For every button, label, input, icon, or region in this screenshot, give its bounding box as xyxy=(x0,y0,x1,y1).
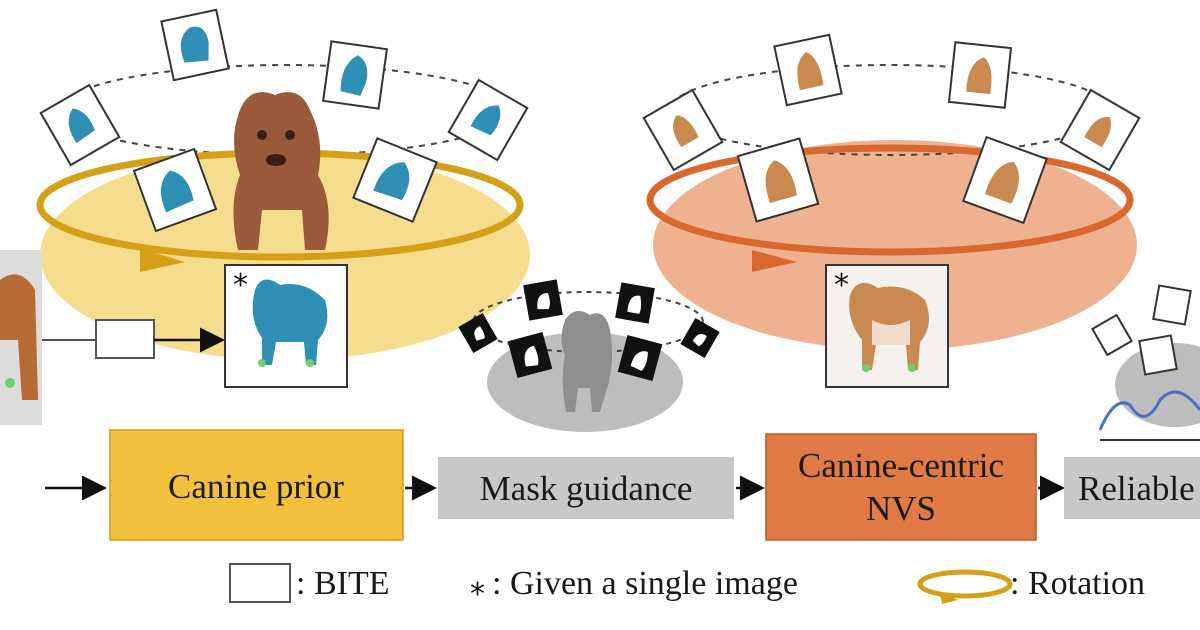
mask-guidance-panel xyxy=(458,279,720,432)
nvs-rotation-arrowhead xyxy=(752,250,797,272)
reliable-label: Reliable xyxy=(1078,469,1195,508)
nvs-label-line-1: Canine-centric xyxy=(798,446,1004,485)
svg-text:*: * xyxy=(233,268,248,303)
mask-frames xyxy=(458,279,720,382)
canine-prior-panel: * xyxy=(0,8,530,425)
prior-rotation-arrowhead xyxy=(140,248,185,272)
nvs-rotation-arrow xyxy=(646,144,1134,256)
reliable-box xyxy=(1064,457,1200,519)
svg-text:*: * xyxy=(834,268,849,303)
legend-bite-text: : BITE xyxy=(296,565,389,602)
nvs-panel: * xyxy=(642,33,1141,388)
canine-prior-label: Canine prior xyxy=(168,467,344,506)
prior-camera-frames xyxy=(39,8,529,233)
legend-single-image-text: : Given a single image xyxy=(492,565,798,602)
reliable-frame-1 xyxy=(1091,313,1133,357)
bite-box xyxy=(95,319,155,359)
mask-guidance-box xyxy=(438,457,734,519)
input-photo xyxy=(0,250,42,425)
legend-bite-swatch xyxy=(229,563,291,603)
mask-guidance-label: Mask guidance xyxy=(480,469,693,508)
legend-rotation-text: : Rotation xyxy=(1010,565,1145,602)
reliable-panel xyxy=(1091,284,1200,441)
legend-star-mark: * xyxy=(470,577,485,612)
legend: : BITE * : Given a single image : Rotati… xyxy=(229,563,1145,612)
reliable-curve xyxy=(1098,390,1200,431)
canine-prior-box xyxy=(109,429,404,541)
nvs-given-image: * xyxy=(825,264,949,388)
reliable-ellipse xyxy=(1115,343,1200,427)
reliable-frame-2 xyxy=(1152,284,1192,326)
reliable-frame-3 xyxy=(1138,334,1178,376)
prior-3d-dog xyxy=(233,92,329,250)
mask-3d-dog xyxy=(561,311,613,412)
nvs-label-line-2: NVS xyxy=(866,489,936,528)
pipeline-row: Canine prior Mask guidance Canine-centri… xyxy=(45,429,1200,541)
legend-rotation-icon xyxy=(917,569,1013,599)
nvs-camera-frames xyxy=(642,33,1141,225)
prior-given-image: * xyxy=(224,264,348,388)
nvs-box xyxy=(765,433,1037,541)
legend-rotation-arrowhead xyxy=(940,592,958,604)
